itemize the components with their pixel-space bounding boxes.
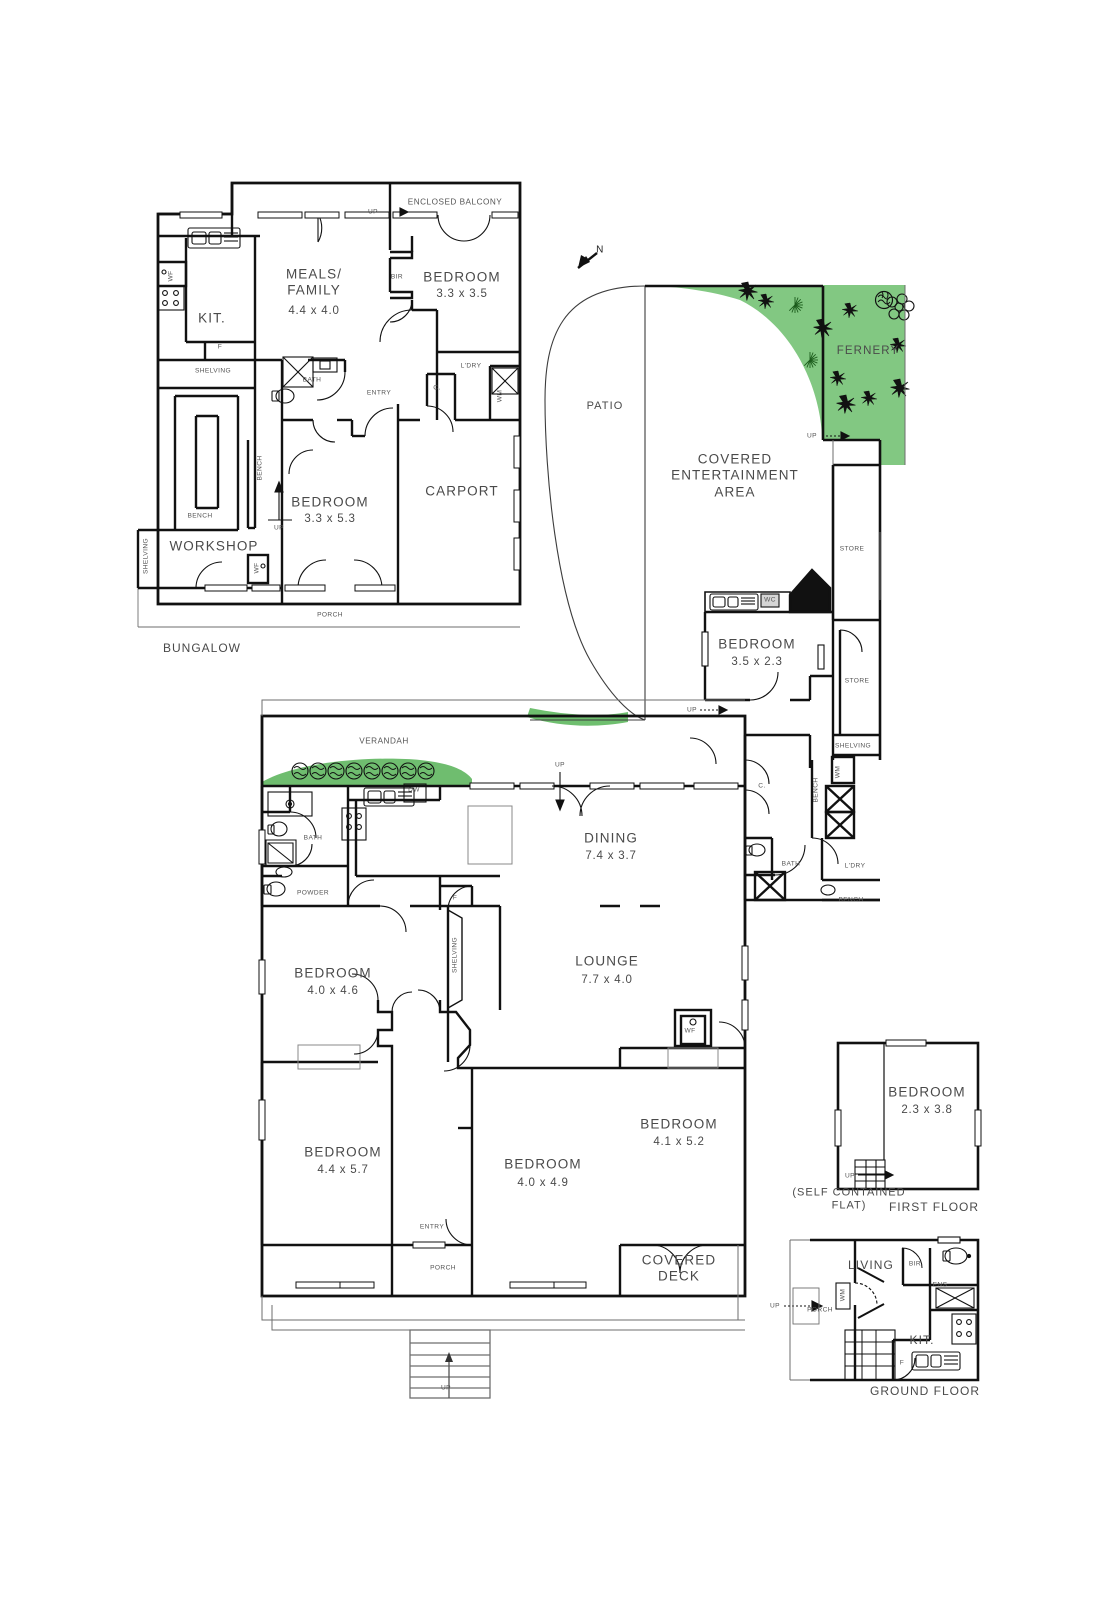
flat-first-floor-windows xyxy=(834,1039,982,1147)
main-house-outline xyxy=(260,714,747,1298)
patio-entertainment-outline xyxy=(530,285,646,721)
rear-stairs xyxy=(409,1329,491,1399)
verandah-planter xyxy=(262,758,472,786)
bungalow-windows xyxy=(179,211,521,592)
main-house-windows xyxy=(258,782,749,1289)
bungalow-internal-walls xyxy=(136,183,520,604)
flat-ground-floor-doors xyxy=(854,1247,923,1381)
bungalow-fixtures xyxy=(157,207,519,569)
fernery-garden-fill xyxy=(645,285,905,465)
rear-wing-walls xyxy=(703,568,880,902)
bungalow-structure xyxy=(137,181,522,628)
main-house-fixtures xyxy=(263,772,697,1026)
entertainment-lightwalls xyxy=(832,285,906,600)
main-house-doors xyxy=(289,785,746,1274)
entertainment-area-walls xyxy=(645,284,882,760)
bungalow-door-swings xyxy=(195,213,491,589)
main-house-walls xyxy=(260,784,745,1296)
north-arrow-icon xyxy=(577,252,598,269)
flat-first-floor-stairs xyxy=(854,1159,895,1190)
main-house-light-outline xyxy=(261,699,745,1331)
flat-ground-floor-fixtures xyxy=(784,1236,977,1371)
rear-wing-doors xyxy=(689,629,863,876)
